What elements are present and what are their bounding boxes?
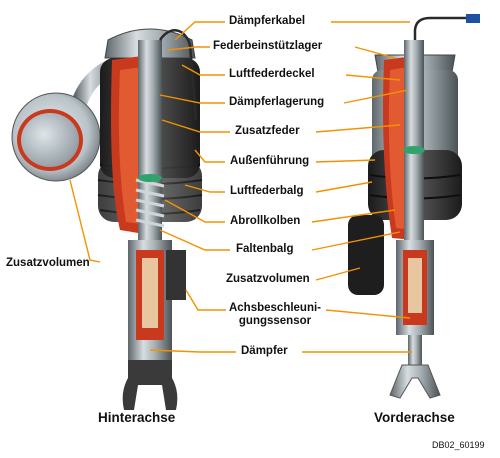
label-aussenfuehrung: Außenführung — [230, 155, 310, 167]
rear-cable — [158, 29, 198, 121]
rear-sensor — [166, 250, 186, 300]
rear-sphere-inner — [21, 113, 79, 167]
label-abrollkolben: Abrollkolben — [230, 215, 301, 227]
label-achsbeschleunigungssensor: Achsbeschleuni- gungssensor — [224, 302, 326, 328]
front-connector — [466, 14, 480, 23]
label-federbeinstuetzlager: Federbeinstützlager — [213, 40, 323, 52]
front-cable — [413, 16, 468, 60]
front-strut-illustration — [348, 14, 480, 399]
rear-lower-eye — [122, 360, 178, 410]
label-daempferkabel: Dämpferkabel — [229, 15, 306, 27]
label-faltenbalg: Faltenbalg — [236, 243, 294, 255]
label-daempfer: Dämpfer — [241, 345, 288, 357]
rear-aux-spring — [135, 178, 165, 228]
label-zusatzvolumen-right: Zusatzvolumen — [226, 273, 310, 285]
leader-lines — [69, 21, 412, 353]
label-achsbeschleunigung-line2: gungssensor — [238, 315, 312, 327]
rear-damper-rod — [138, 40, 162, 255]
label-zusatzfeder: Zusatzfeder — [235, 125, 300, 137]
label-luftfederdeckel: Luftfederdeckel — [229, 68, 315, 80]
label-zusatzvolumen-left: Zusatzvolumen — [6, 257, 90, 269]
rear-strut-illustration — [11, 28, 203, 410]
figure-code: DB02_60199 — [432, 440, 485, 450]
front-aux-volume — [348, 215, 384, 295]
label-achsbeschleunigung-line1: Achsbeschleuni- — [228, 302, 322, 314]
label-daempferlagerung: Dämpferlagerung — [229, 96, 325, 108]
label-luftfederbalg: Luftfederbalg — [230, 185, 304, 197]
caption-front-axle: Vorderachse — [374, 410, 455, 425]
caption-rear-axle: Hinterachse — [98, 410, 176, 425]
front-fork — [389, 364, 441, 399]
